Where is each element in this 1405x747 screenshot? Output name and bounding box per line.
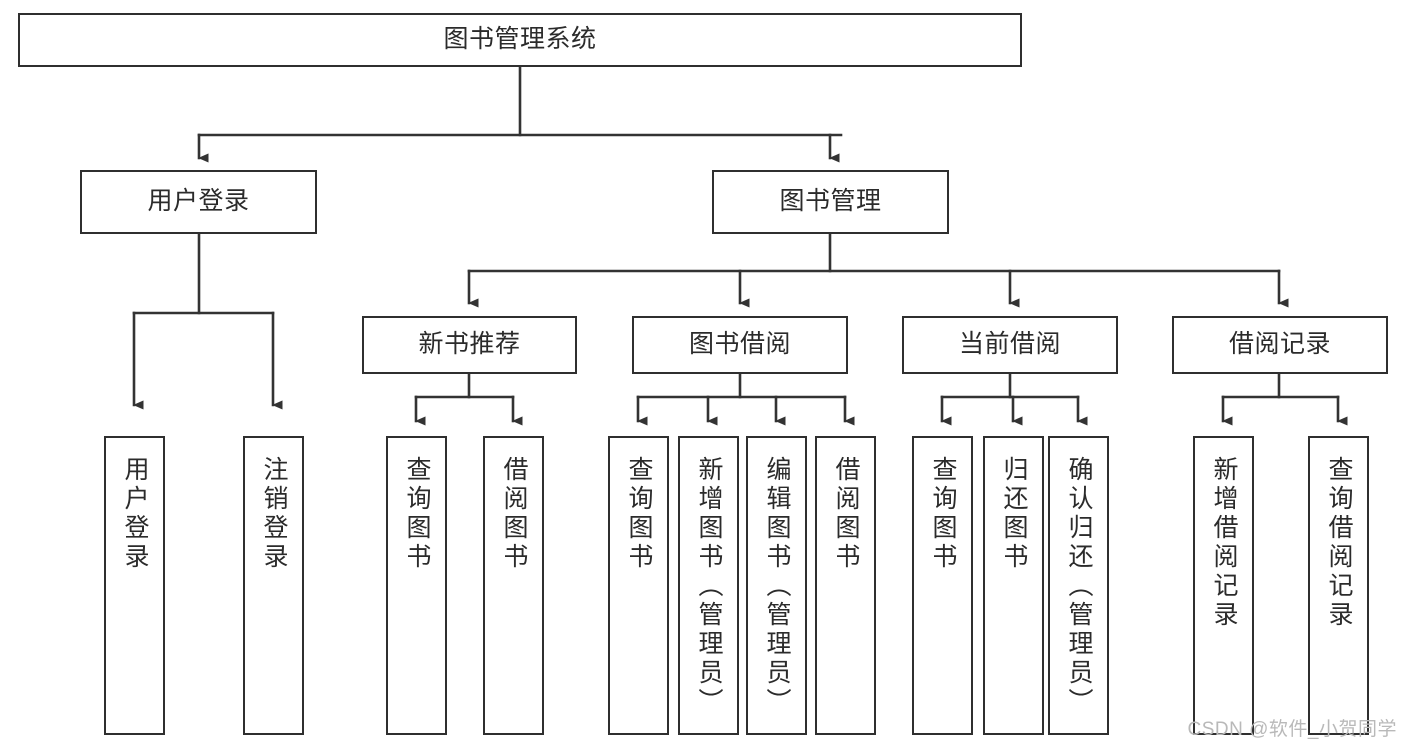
node-new-book-recommend[interactable]: 新书推荐 [362, 316, 577, 374]
node-leaf-edit-book-admin[interactable]: 编辑图书（管理员） [746, 436, 807, 735]
node-leaf-user-login[interactable]: 用户登录 [104, 436, 165, 735]
csdn-watermark: CSDN @软件_小贺同学 [1187, 719, 1397, 740]
node-label: 查询图书 [929, 456, 957, 572]
node-leaf-add-book-admin[interactable]: 新增图书（管理员） [678, 436, 739, 735]
node-label: 图书借阅 [688, 330, 791, 359]
node-leaf-return-book[interactable]: 归还图书 [983, 436, 1044, 735]
node-label: 注销登录 [260, 456, 288, 572]
node-leaf-borrow-book[interactable]: 借阅图书 [815, 436, 876, 735]
node-label: 图书管理系统 [443, 25, 597, 54]
node-leaf-add-borrow-record[interactable]: 新增借阅记录 [1193, 436, 1254, 735]
node-label: 新增图书（管理员） [695, 456, 723, 717]
node-leaf-query-borrow-record[interactable]: 查询借阅记录 [1308, 436, 1369, 735]
node-user-login[interactable]: 用户登录 [80, 170, 317, 234]
node-borrow-record[interactable]: 借阅记录 [1172, 316, 1388, 374]
node-label: 归还图书 [1000, 456, 1028, 572]
node-label: 编辑图书（管理员） [763, 456, 791, 717]
node-book-borrow[interactable]: 图书借阅 [632, 316, 848, 374]
node-leaf-confirm-return-admin[interactable]: 确认归还（管理员） [1048, 436, 1109, 735]
node-leaf-query-book-borrow[interactable]: 查询图书 [608, 436, 669, 735]
node-label: 确认归还（管理员） [1065, 456, 1093, 717]
node-label: 当前借阅 [958, 330, 1061, 359]
node-leaf-user-logout[interactable]: 注销登录 [243, 436, 304, 735]
node-book-manage[interactable]: 图书管理 [712, 170, 949, 234]
node-leaf-query-book-recommend[interactable]: 查询图书 [386, 436, 447, 735]
node-label: 借阅图书 [500, 456, 528, 572]
node-root-book-management-system[interactable]: 图书管理系统 [18, 13, 1022, 67]
node-label: 用户登录 [121, 456, 149, 572]
node-leaf-query-book-current[interactable]: 查询图书 [912, 436, 973, 735]
node-label: 查询图书 [625, 456, 653, 572]
node-leaf-borrow-book-recommend[interactable]: 借阅图书 [483, 436, 544, 735]
node-label: 图书管理 [779, 187, 882, 216]
node-label: 新书推荐 [418, 330, 521, 359]
node-label: 借阅记录 [1228, 330, 1331, 359]
node-current-borrow[interactable]: 当前借阅 [902, 316, 1118, 374]
node-label: 查询图书 [403, 456, 431, 572]
node-label: 新增借阅记录 [1210, 456, 1238, 630]
node-label: 查询借阅记录 [1325, 456, 1353, 630]
node-label: 借阅图书 [832, 456, 860, 572]
node-label: 用户登录 [147, 187, 250, 216]
